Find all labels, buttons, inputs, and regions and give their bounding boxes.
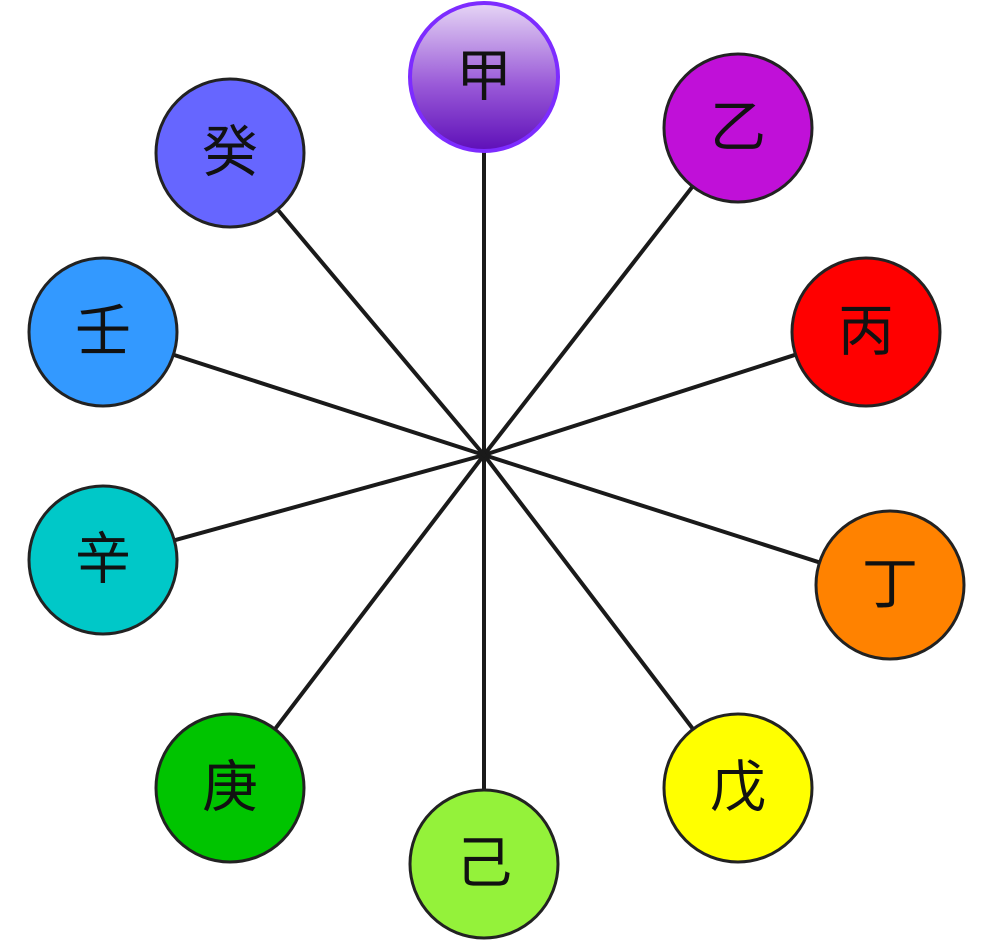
spoke-line xyxy=(482,453,822,565)
stem-label: 甲 xyxy=(456,45,512,110)
stem-label: 壬 xyxy=(75,300,131,365)
stem-node-ren[interactable]: 壬 xyxy=(27,256,179,408)
stem-circle xyxy=(408,788,560,940)
stem-node-xin[interactable]: 辛 xyxy=(27,484,179,636)
stem-circle xyxy=(662,52,814,204)
spoke-line xyxy=(272,453,486,732)
stem-node-ding[interactable]: 丁 xyxy=(814,509,966,661)
stem-circle xyxy=(814,509,966,661)
spoke-line xyxy=(172,453,486,543)
stem-node-jia[interactable]: 甲 xyxy=(408,1,560,153)
stem-label: 辛 xyxy=(75,528,131,593)
stem-label: 己 xyxy=(456,832,512,897)
stem-node-geng[interactable]: 庚 xyxy=(154,712,306,864)
spokes xyxy=(171,149,822,792)
stem-label: 丙 xyxy=(838,300,894,365)
spoke-line xyxy=(482,184,695,457)
stem-node-bing[interactable]: 丙 xyxy=(790,256,942,408)
stem-label: 戊 xyxy=(710,756,766,821)
spoke-line xyxy=(482,453,696,732)
stem-label: 丁 xyxy=(862,553,918,618)
stem-node-ji[interactable]: 己 xyxy=(408,788,560,940)
stem-circle xyxy=(662,712,814,864)
stem-label: 乙 xyxy=(710,96,766,161)
spoke-line xyxy=(171,352,486,457)
stem-label: 癸 xyxy=(202,121,258,186)
stem-circle xyxy=(790,256,942,408)
stem-circle xyxy=(27,256,179,408)
stem-node-yi[interactable]: 乙 xyxy=(662,52,814,204)
stem-circle xyxy=(27,484,179,636)
stem-circle xyxy=(408,1,560,153)
stem-circle xyxy=(154,712,306,864)
stem-circle xyxy=(154,77,306,229)
stem-nodes: 甲 乙 丙 丁 戊 己 庚 辛 xyxy=(27,1,966,940)
spoke-line xyxy=(275,207,486,457)
spoke-line xyxy=(482,352,798,457)
stem-node-gui[interactable]: 癸 xyxy=(154,77,306,229)
stem-node-wu[interactable]: 戊 xyxy=(662,712,814,864)
stem-label: 庚 xyxy=(202,756,258,821)
